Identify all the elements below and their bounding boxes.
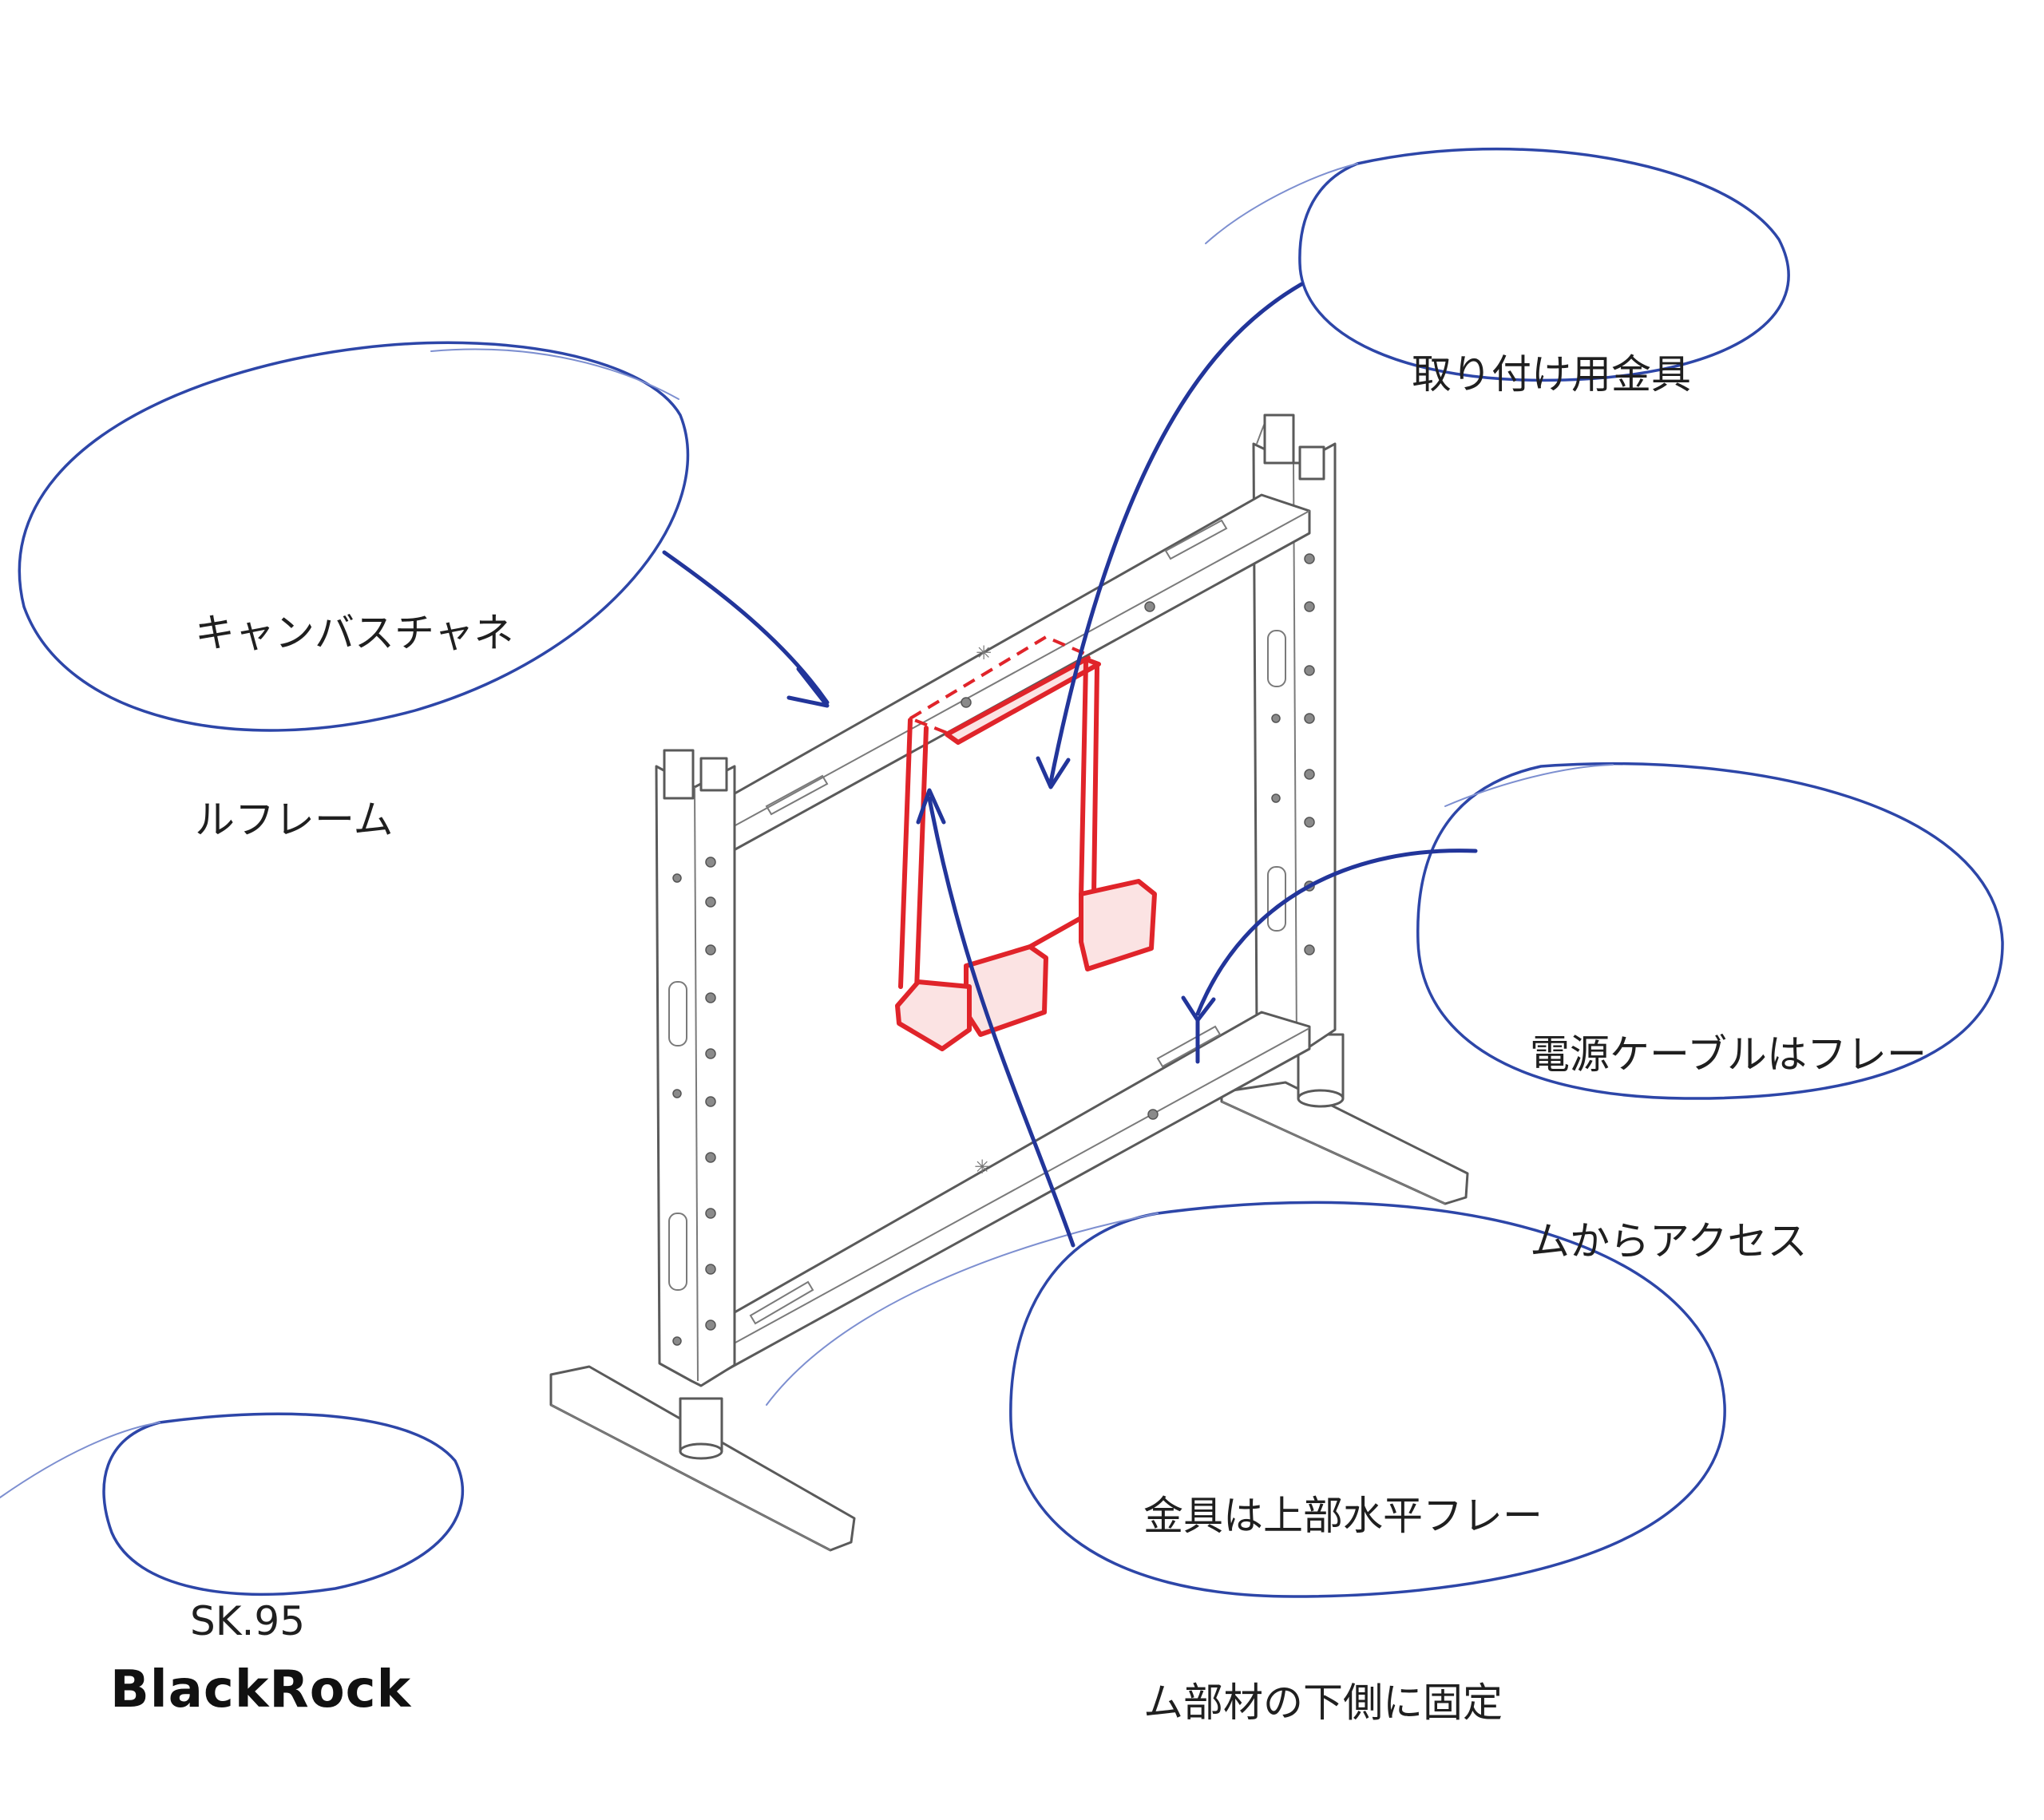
callout-text-line: 取り付け用金具 [1412, 351, 1691, 398]
callout-text-mount: 金具は上部水平フレー ム部材の下側に固定 [1143, 1360, 1543, 1796]
callout-text-line: キャンバスチャネ [195, 610, 514, 656]
callout-bubbles [0, 147, 2004, 1598]
bottom-channel: ✳ [711, 1011, 1311, 1371]
pointer-arrow-mount [927, 796, 1075, 1248]
callout-text-model: SK.95 [190, 1466, 305, 1715]
callout-bubble-bracket [1298, 147, 1790, 382]
callout-bubble-mount [1009, 1201, 1726, 1598]
callout-text-cable: 電源ケーブルはフレー ムからアクセス [1530, 899, 1927, 1335]
left-upright [655, 749, 736, 1387]
stand-frame-illustration: ✳ ✳ [549, 413, 1469, 1552]
callout-text-frame: キャンバスチャネ ルフレーム [195, 477, 514, 913]
callout-bubble-frame [18, 341, 690, 732]
callout-text-line: ム部材の下側に固定 [1143, 1680, 1503, 1726]
callout-bubble-model [102, 1412, 465, 1596]
pointer-arrow-frame [662, 550, 830, 705]
callout-text-line: ルフレーム [195, 797, 394, 843]
svg-text:✳: ✳ [974, 1156, 990, 1178]
svg-text:✳: ✳ [976, 642, 992, 664]
callout-text-line: 金具は上部水平フレー [1143, 1493, 1543, 1539]
pointer-arrow-bracket [1048, 282, 1304, 785]
callout-text-line: ムからアクセス [1530, 1218, 1808, 1264]
mounting-bracket-illustration [895, 635, 1157, 1051]
callout-text-line: SK.95 [190, 1598, 306, 1644]
callout-text-bracket: 取り付け用金具 [1412, 219, 1691, 468]
left-foot [549, 1365, 856, 1552]
pointer-arrows [662, 282, 1478, 1248]
callout-bubble-cable [1416, 762, 2004, 1100]
pointer-arrow-cable [1195, 849, 1478, 1016]
callout-text-line: 電源ケーブルはフレー [1530, 1031, 1927, 1078]
brand-wordmark: BlackRock [110, 1660, 412, 1719]
